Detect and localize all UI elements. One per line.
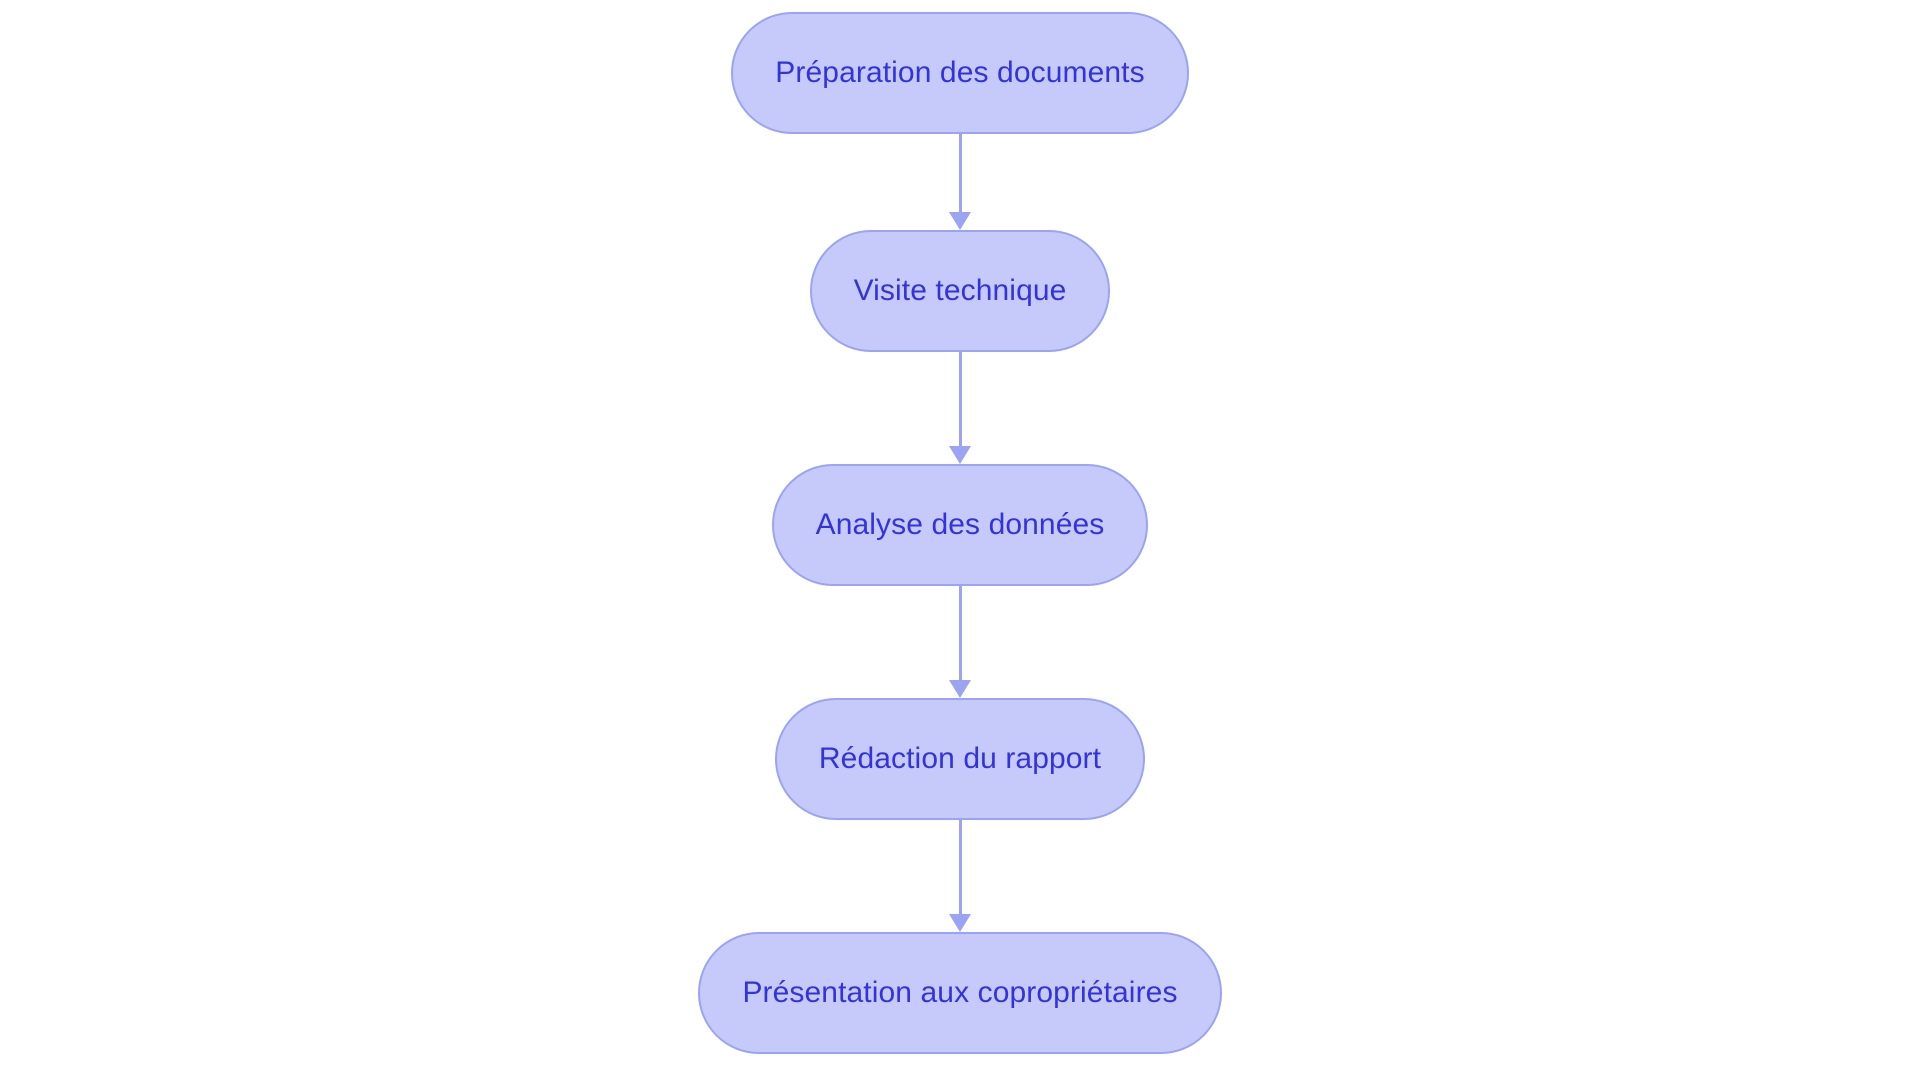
connector-line [958, 820, 962, 915]
flow-node-label: Préparation des documents [775, 56, 1145, 89]
flow-node-preparation-des-documents[interactable]: Préparation des documents [731, 12, 1189, 134]
arrow-down-icon [949, 680, 971, 698]
flow-node-redaction-du-rapport[interactable]: Rédaction du rapport [774, 698, 1146, 820]
flow-connector-1 [945, 134, 975, 230]
connector-line [958, 586, 962, 681]
flow-connector-3 [945, 586, 975, 698]
flow-node-visite-technique[interactable]: Visite technique [809, 230, 1111, 352]
arrow-down-icon [949, 212, 971, 230]
flow-node-analyse-des-donnees[interactable]: Analyse des données [771, 464, 1149, 586]
flow-node-label: Visite technique [853, 274, 1067, 307]
flow-node-presentation-aux-coproprietaires[interactable]: Présentation aux copropriétaires [698, 932, 1222, 1054]
flow-connector-4 [945, 820, 975, 932]
connector-line [958, 134, 962, 213]
flow-node-label: Rédaction du rapport [818, 742, 1102, 775]
flow-node-label: Analyse des données [815, 508, 1105, 541]
arrow-down-icon [949, 446, 971, 464]
connector-line [958, 352, 962, 447]
flow-connector-2 [945, 352, 975, 464]
flow-node-label: Présentation aux copropriétaires [742, 976, 1178, 1009]
arrow-down-icon [949, 914, 971, 932]
